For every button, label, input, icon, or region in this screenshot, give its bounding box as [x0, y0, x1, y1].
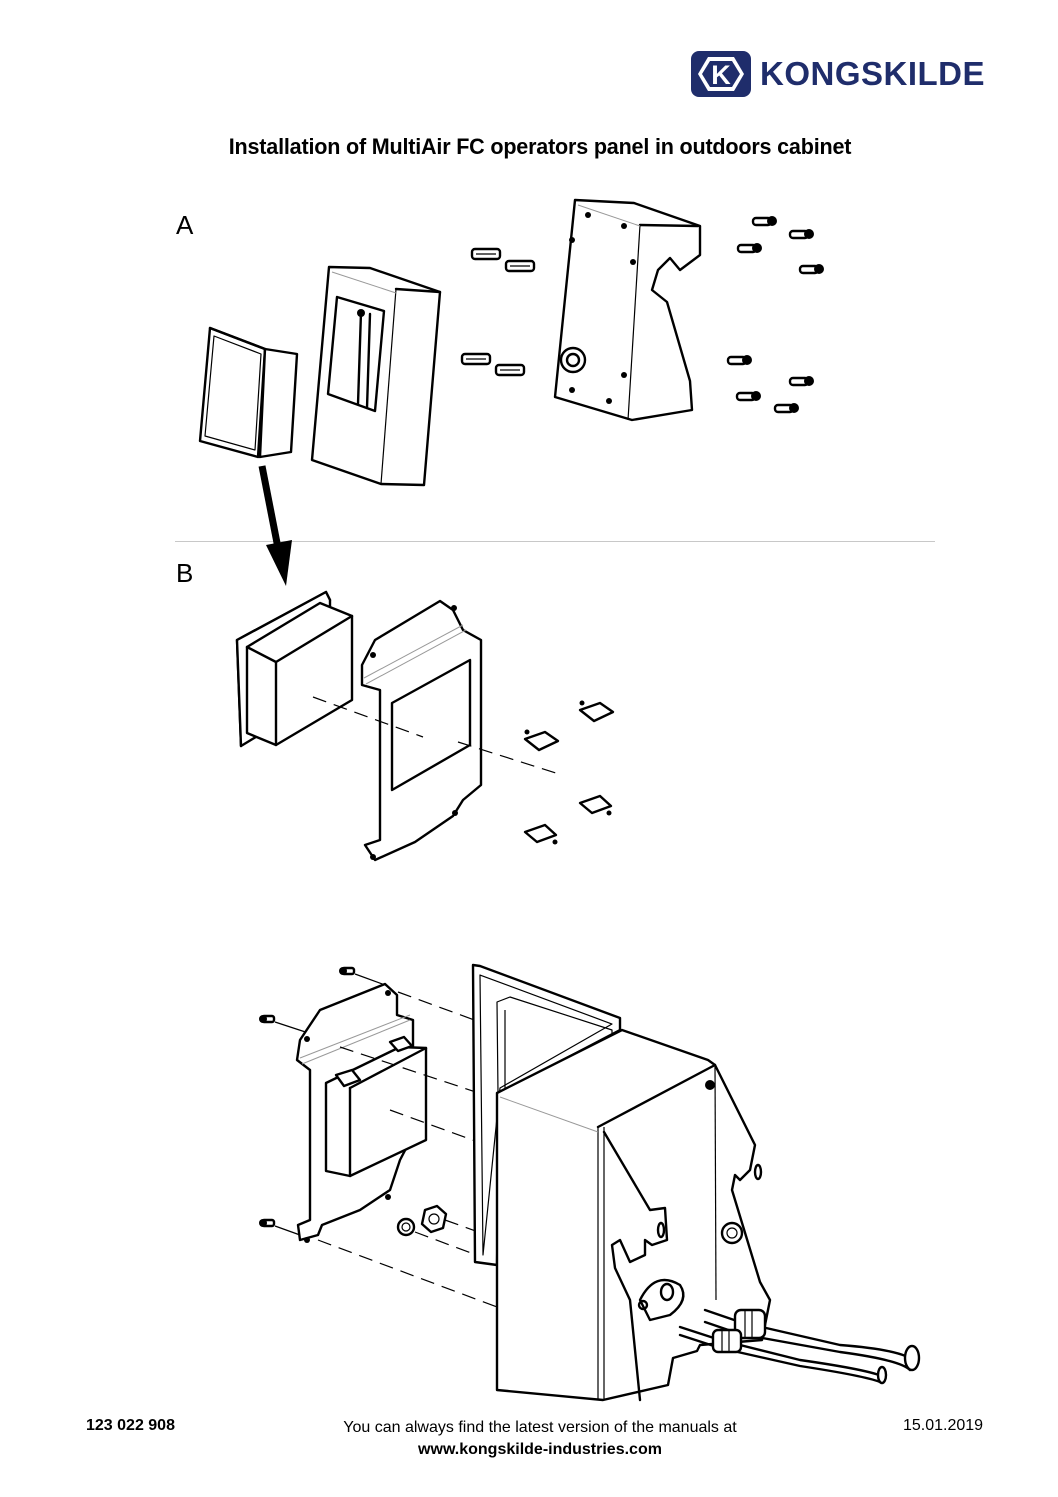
alignment-line: [312, 696, 424, 738]
section-divider: [175, 541, 935, 542]
svg-text:K: K: [711, 60, 731, 90]
screws-a: [726, 216, 824, 414]
page-title: Installation of MultiAir FC operators pa…: [228, 134, 852, 159]
footer-url-link[interactable]: www.kongskilde-industries.com: [418, 1441, 662, 1458]
outdoor-cabinet: [495, 1028, 772, 1402]
footer-note-block: You can always find the latest version o…: [290, 1417, 790, 1461]
footer-note: You can always find the latest version o…: [343, 1419, 737, 1436]
operator-panel-display: [198, 326, 299, 459]
panel-housing-front: [310, 265, 442, 487]
mounting-clips-a: [460, 247, 536, 377]
section-label-b: B: [176, 558, 194, 588]
kongskilde-k-icon: K: [691, 51, 751, 97]
cables-and-glands: [678, 1308, 921, 1385]
screws-c: [259, 966, 356, 1228]
mounting-clips-b: [523, 700, 615, 845]
operator-panel-b: [235, 590, 354, 748]
direction-arrow-icon: [258, 465, 292, 586]
bracket-with-panel-c: [295, 982, 428, 1243]
nut-and-washer: [396, 1204, 448, 1237]
alignment-line: [457, 741, 563, 776]
kongskilde-logo: K KONGSKILDE: [690, 50, 995, 98]
brand-name: KONGSKILDE: [760, 55, 986, 92]
section-label-a: A: [176, 210, 194, 240]
document-date: 15.01.2019: [903, 1417, 984, 1434]
outdoor-cabinet-rear: [553, 198, 702, 422]
mounting-bracket-b: [360, 599, 483, 862]
document-number: 123 022 908: [86, 1417, 175, 1434]
